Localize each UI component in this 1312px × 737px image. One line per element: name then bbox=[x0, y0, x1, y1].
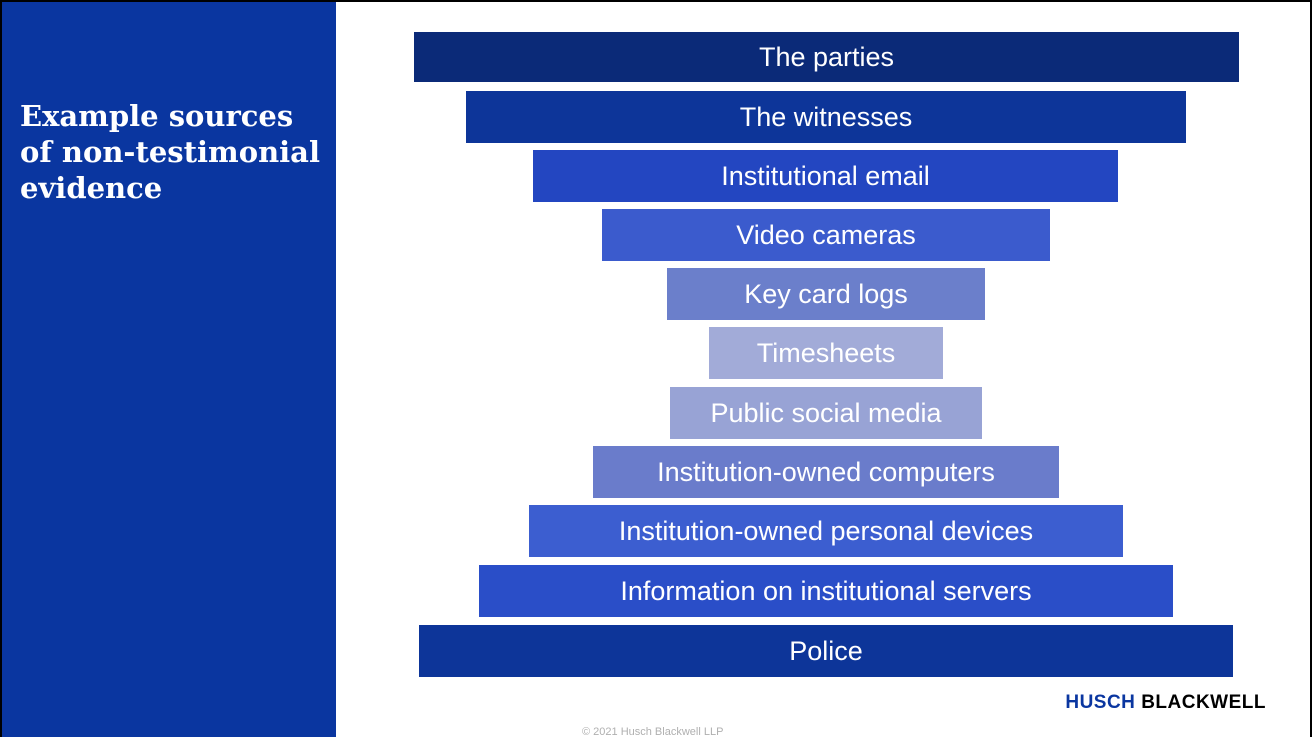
funnel-bar-label: Key card logs bbox=[744, 278, 908, 309]
copyright-footer: © 2021 Husch Blackwell LLP bbox=[582, 726, 724, 737]
funnel-bar: The parties bbox=[414, 32, 1239, 82]
logo-text-husch: HUSCH bbox=[1065, 692, 1136, 713]
funnel-bar-label: Institutional email bbox=[721, 160, 930, 191]
funnel-bar-label: The parties bbox=[758, 41, 895, 72]
funnel-bar: Video cameras bbox=[602, 209, 1050, 261]
funnel-bar-label: Public social media bbox=[710, 397, 942, 428]
funnel-bar-label: Institution-owned personal devices bbox=[618, 515, 1034, 546]
funnel-bar-label: Institution-owned computers bbox=[657, 456, 995, 487]
funnel-bar: Timesheets bbox=[709, 327, 943, 379]
logo-text-blackwell: BLACKWELL bbox=[1141, 692, 1266, 713]
funnel-bar: Institution-owned personal devices bbox=[529, 505, 1123, 557]
funnel-bar: The witnesses bbox=[466, 91, 1186, 143]
funnel-bar-label: Information on institutional servers bbox=[620, 575, 1032, 606]
slide-title: Example sources of non-testimonial evide… bbox=[20, 99, 320, 205]
sidebar-panel: Example sources of non-testimonial evide… bbox=[2, 2, 336, 737]
funnel-bar: Institution-owned computers bbox=[593, 446, 1059, 498]
funnel-bar-label: Timesheets bbox=[756, 337, 896, 368]
funnel-bar-label: The witnesses bbox=[739, 101, 913, 132]
funnel-bar: Key card logs bbox=[667, 268, 985, 320]
husch-blackwell-logo: HUSCH BLACKWELL bbox=[1065, 692, 1266, 714]
funnel-bar: Police bbox=[419, 625, 1233, 677]
funnel-bar: Public social media bbox=[670, 387, 982, 439]
funnel-bar: Institutional email bbox=[533, 150, 1118, 202]
funnel-bar: Information on institutional servers bbox=[479, 565, 1173, 617]
funnel-bar-label: Video cameras bbox=[736, 219, 916, 250]
funnel-bar-label: Police bbox=[789, 635, 863, 666]
